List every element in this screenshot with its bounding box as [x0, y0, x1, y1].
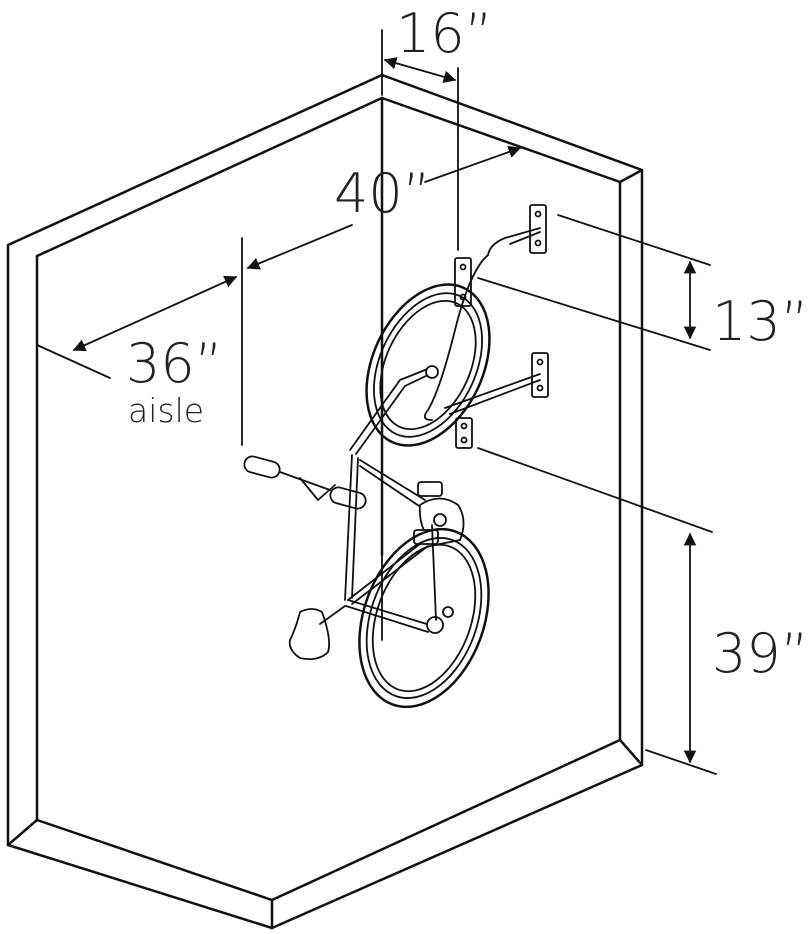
spacing-arrow: [383, 57, 457, 83]
bike-fork-top-2: [355, 373, 431, 455]
bike-frame: [344, 454, 431, 633]
bike-hanging-hook: [423, 254, 489, 421]
height-extension-bottom: [645, 749, 717, 775]
bike-fork-top: [349, 367, 431, 451]
depth-arrow: [424, 145, 522, 183]
bike-upper-wheel: [365, 283, 491, 447]
aisle-text-label: aisle: [128, 391, 204, 430]
bike-lower-wheel: [358, 524, 490, 709]
floor-left-thickness: [6, 818, 39, 847]
wall-outer-shell: [6, 73, 644, 930]
wall-alcove: [6, 73, 644, 930]
aisle-arrow-main: [72, 275, 238, 352]
aisle-extension-left: [36, 344, 111, 379]
bike-seat: [288, 605, 346, 661]
stagger-label: 13”: [712, 290, 809, 353]
aisle-arrow-right: [246, 224, 353, 270]
stagger-extension-bottom: [477, 277, 711, 351]
upper-hook-left: [454, 257, 472, 307]
spacing-label: 16”: [396, 2, 493, 65]
height-label: 39”: [712, 622, 809, 685]
upper-hook-right: [487, 204, 547, 256]
right-wall-bottom-thickness: [618, 738, 644, 767]
dimension-lines: [36, 29, 717, 775]
stagger-extension-top: [557, 214, 711, 266]
aisle-value-label: 36”: [126, 332, 223, 395]
right-wall-top-thickness: [618, 168, 644, 184]
bicycle: [243, 254, 491, 709]
height-extension-top: [477, 447, 713, 533]
bike-upper-hub: [425, 365, 439, 379]
depth-label: 40”: [334, 162, 431, 225]
lower-hook-left: [455, 417, 473, 449]
